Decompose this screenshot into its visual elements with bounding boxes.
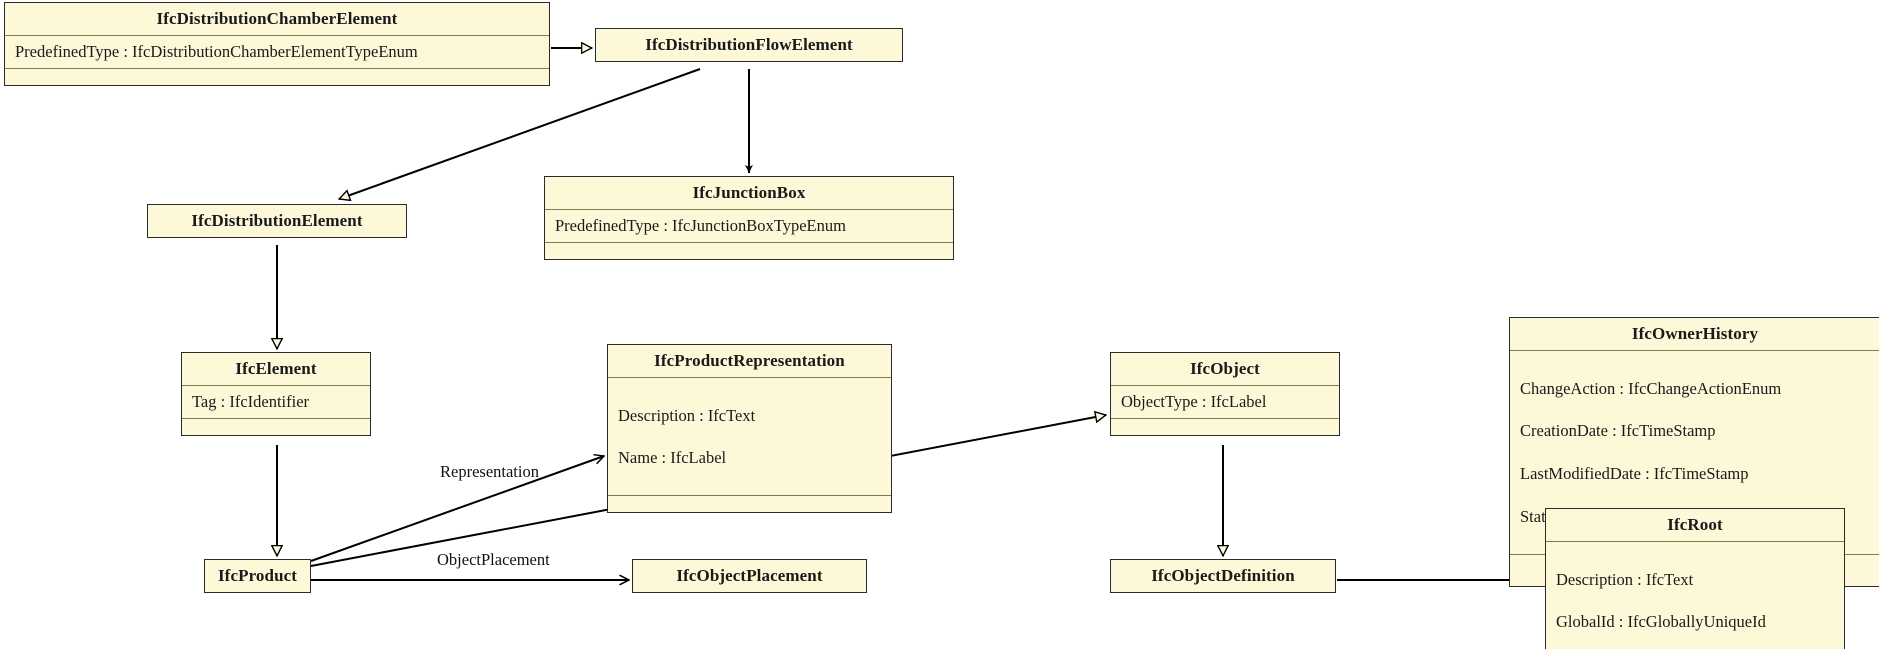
class-name-ifc-distribution-element: IfcDistributionElement [148, 205, 406, 238]
class-ifc-root[interactable]: IfcRoot Description : IfcText GlobalId :… [1545, 508, 1845, 649]
class-attributes-ifc-object: ObjectType : IfcLabel [1111, 385, 1339, 418]
class-name-ifc-object-definition: IfcObjectDefinition [1111, 560, 1335, 593]
attribute-row: GlobalId : IfcGloballyUniqueId [1556, 612, 1766, 632]
class-operations-ifc-product-representation [608, 495, 891, 513]
class-ifc-product-representation[interactable]: IfcProductRepresentation Description : I… [607, 344, 892, 514]
class-ifc-distribution-element[interactable]: IfcDistributionElement [147, 204, 407, 239]
class-name-ifc-object-placement: IfcObjectPlacement [633, 560, 866, 593]
attribute-row: CreationDate : IfcTimeStamp [1520, 421, 1716, 441]
class-ifc-object-placement[interactable]: IfcObjectPlacement [632, 559, 867, 594]
attribute-row: Description : IfcText [618, 405, 756, 425]
class-attributes-ifc-element: Tag : IfcIdentifier [182, 385, 370, 418]
class-ifc-object[interactable]: IfcObject ObjectType : IfcLabel [1110, 352, 1340, 436]
class-ifc-object-definition[interactable]: IfcObjectDefinition [1110, 559, 1336, 594]
edge-label-representation: Representation [440, 462, 539, 481]
class-attributes-ifc-root: Description : IfcText GlobalId : IfcGlob… [1546, 541, 1844, 649]
attribute-row: Name : IfcLabel [618, 448, 727, 468]
class-ifc-element[interactable]: IfcElement Tag : IfcIdentifier [181, 352, 371, 436]
class-operations-ifc-element [182, 417, 370, 435]
class-name-ifc-distribution-flow-element: IfcDistributionFlowElement [596, 29, 902, 62]
class-ifc-product[interactable]: IfcProduct [204, 559, 311, 594]
class-name-ifc-junction-box: IfcJunctionBox [545, 177, 953, 210]
attribute-row: ChangeAction : IfcChangeActionEnum [1520, 378, 1782, 398]
class-attributes-ifc-distribution-chamber-element: PredefinedType : IfcDistributionChamberE… [5, 35, 549, 68]
class-ifc-distribution-flow-element[interactable]: IfcDistributionFlowElement [595, 28, 903, 63]
class-operations-ifc-object [1111, 417, 1339, 435]
class-name-ifc-distribution-chamber-element: IfcDistributionChamberElement [5, 3, 549, 36]
attribute-row: LastModifiedDate : IfcTimeStamp [1520, 464, 1749, 484]
class-attributes-ifc-product-representation: Description : IfcText Name : IfcLabel [608, 377, 891, 496]
class-name-ifc-product: IfcProduct [205, 560, 310, 593]
class-operations-ifc-distribution-chamber-element [5, 67, 549, 85]
class-name-ifc-product-representation: IfcProductRepresentation [608, 345, 891, 378]
class-name-ifc-element: IfcElement [182, 353, 370, 386]
edge-label-object-placement: ObjectPlacement [437, 550, 550, 569]
class-name-ifc-object: IfcObject [1111, 353, 1339, 386]
class-ifc-junction-box[interactable]: IfcJunctionBox PredefinedType : IfcJunct… [544, 176, 954, 260]
class-ifc-distribution-chamber-element[interactable]: IfcDistributionChamberElement Predefined… [4, 2, 550, 86]
class-operations-ifc-junction-box [545, 241, 953, 259]
class-name-ifc-root: IfcRoot [1546, 509, 1844, 542]
attribute-row: Description : IfcText [1556, 569, 1694, 589]
class-name-ifc-owner-history: IfcOwnerHistory [1510, 318, 1879, 351]
class-attributes-ifc-junction-box: PredefinedType : IfcJunctionBoxTypeEnum [545, 209, 953, 242]
